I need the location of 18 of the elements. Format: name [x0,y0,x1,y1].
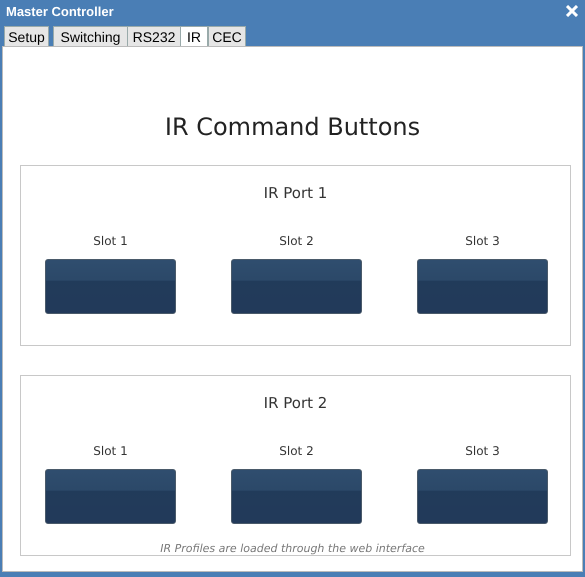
slot-label: Slot 1 [92,234,129,248]
tab: IR [180,26,208,46]
slot-label: Slot 2 [278,444,315,458]
slot-label: Slot 1 [92,444,129,458]
page-heading: IR Command Buttons [164,113,422,141]
tab: Setup [4,26,49,46]
window-title: Master Controller [6,4,114,19]
slot-label: Slot 3 [464,234,501,248]
port-panel [20,375,571,556]
panel-title: IR Port 2 [262,394,328,412]
tab: RS232 [127,26,181,46]
tab: Switching [53,26,128,46]
panel-title: IR Port 1 [262,184,328,202]
port-panel [20,165,571,346]
slot-label: Slot 2 [278,234,315,248]
footer-note: IR Profiles are loaded through the web interface [159,542,426,555]
slot-label: Slot 3 [464,444,501,458]
tab: CEC [208,26,246,46]
